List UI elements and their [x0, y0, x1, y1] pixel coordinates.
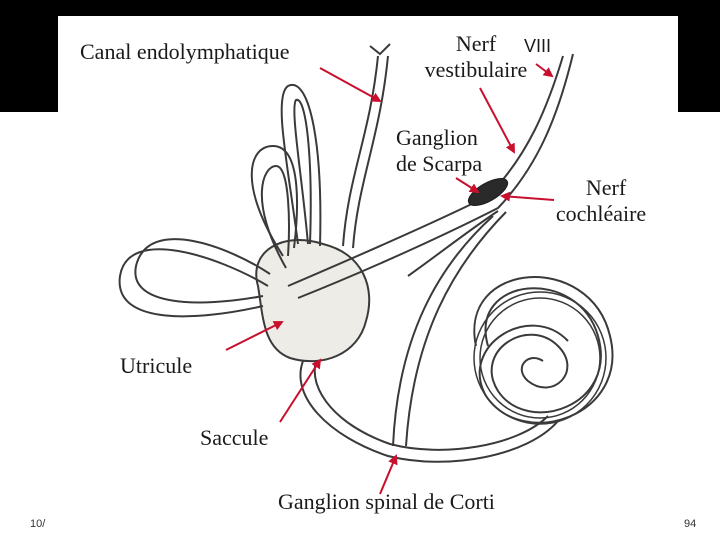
label-saccule: Saccule: [200, 425, 269, 450]
label-utricule: Utricule: [120, 353, 193, 378]
slide-page-number: 94: [684, 518, 697, 530]
cochlear-nerve: [392, 211, 507, 447]
label-nerf-vestibulaire-line1: Nerf: [455, 31, 497, 56]
label-nerf-cochleaire-line2: cochléaire: [555, 201, 647, 226]
endolymphatic-canal: [280, 43, 391, 249]
label-viii: VIII: [524, 36, 552, 56]
label-nerf-cochleaire-line1: Nerf: [585, 175, 627, 200]
cochlear-duct: [299, 360, 559, 463]
label-nerf-vestibulaire-line2: vestibulaire: [424, 57, 528, 82]
label-ganglion-spinal-corti: Ganglion spinal de Corti: [278, 489, 495, 514]
label-ganglion-scarpa-line1: Ganglion: [396, 125, 478, 150]
slide-date-fragment: 10/: [30, 518, 46, 530]
vestibule-shape: [255, 239, 371, 363]
scarpa-ganglion: [467, 178, 509, 206]
inner-ear-diagram: Canal endolymphatique Nerf vestibulaire …: [58, 16, 678, 524]
label-canal-endolymphatique: Canal endolymphatique: [80, 39, 290, 64]
diagram-drawing: [118, 43, 614, 495]
label-ganglion-scarpa-line2: de Scarpa: [396, 151, 483, 176]
label-arrows: [225, 63, 555, 495]
semicircular-canal: [118, 144, 298, 318]
cochlea-spiral: [473, 276, 614, 425]
